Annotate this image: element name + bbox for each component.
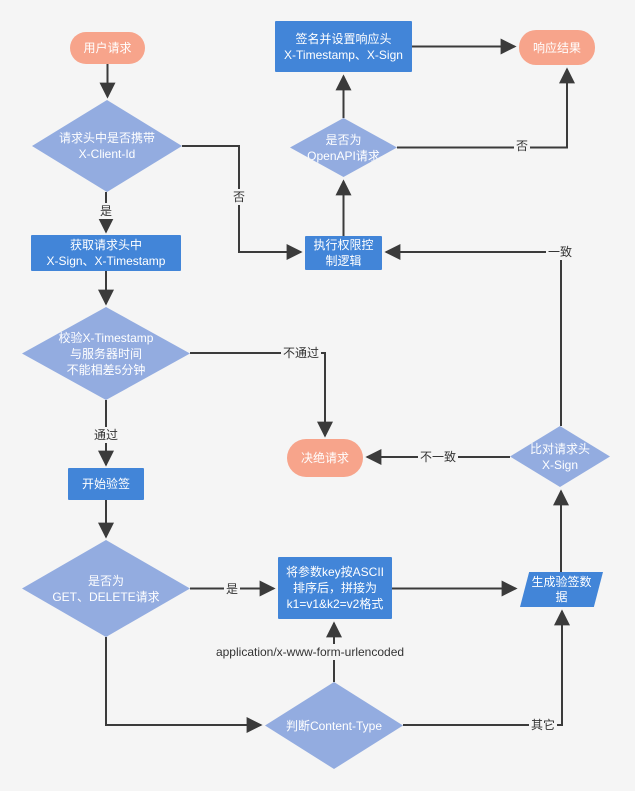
node-reject-request: 决绝请求 [287,439,363,477]
edge-compare-sign-match [384,244,562,426]
edge-label-no: 否 [230,189,248,205]
node-label: 将参数key按ASCII [285,565,385,579]
edge-label-other: 其它 [528,717,558,733]
node-label: OpenAPI请求 [307,148,380,163]
edge-label-yes: 是 [223,581,241,597]
edge-label-no: 否 [513,138,531,154]
node-label: 执行权限控 [313,238,374,252]
node-label: 比对请求头 [529,441,590,456]
node-start-verify: 开始验签 [68,468,144,500]
edge-label-yes: 是 [97,203,115,219]
node-label: 是否为 [325,132,362,147]
node-label: 与服务器时间 [69,346,142,361]
edge-label-mismatch: 不一致 [417,449,459,465]
edge-is-get-delete-to-content-type [105,637,263,733]
edge-is-openapi-no [397,67,575,149]
node-label: 制逻辑 [325,254,362,268]
node-label: 用户请求 [83,41,132,55]
node-label: 开始验签 [81,477,130,491]
node-gen-sign-data: 生成验签数据 [520,572,603,607]
node-label: 请求头中是否携带 [58,131,155,145]
node-label: GET、DELETE请求 [52,589,160,604]
node-label: X-Timestamp、X-Sign [284,47,403,62]
node-exec-permission: 执行权限控 制逻辑 [305,236,382,270]
node-label: X-Client-Id [78,147,136,161]
node-label: 生成验签数据 [531,574,592,604]
node-label: 获取请求头中 [69,238,142,252]
edge-label-match: 一致 [545,244,575,260]
node-sort-params: 将参数key按ASCII 排序后，拼接为 k1=v1&k2=v2格式 [278,557,392,619]
node-label: X-Sign [541,457,579,472]
node-label: 签名并设置响应头 [295,31,392,46]
node-sign-response: 签名并设置响应头 X-Timestamp、X-Sign [275,21,412,72]
node-label: 判断Content-Type [285,718,383,733]
node-label: 是否为 [87,573,124,588]
node-get-headers: 获取请求头中 X-Sign、X-Timestamp [31,235,181,271]
edge-check-timestamp-fail [190,352,333,438]
edge-label-form-urlencoded: application/x-www-form-urlencoded [213,644,407,660]
node-label: 排序后，拼接为 [292,581,377,595]
edge-label-fail: 不通过 [280,345,322,361]
node-user-request: 用户请求 [70,32,145,64]
node-label: 不能相差5分钟 [66,362,146,377]
node-label: k1=v1&k2=v2格式 [286,597,384,611]
node-label: 决绝请求 [300,451,349,465]
node-response-result: 响应结果 [519,30,595,65]
node-label: X-Sign、X-Timestamp [46,254,166,268]
node-label: 响应结果 [532,40,581,55]
node-label: 校验X-Timestamp [58,330,154,345]
edge-content-type-other [403,609,570,726]
edge-label-pass: 通过 [91,427,121,443]
